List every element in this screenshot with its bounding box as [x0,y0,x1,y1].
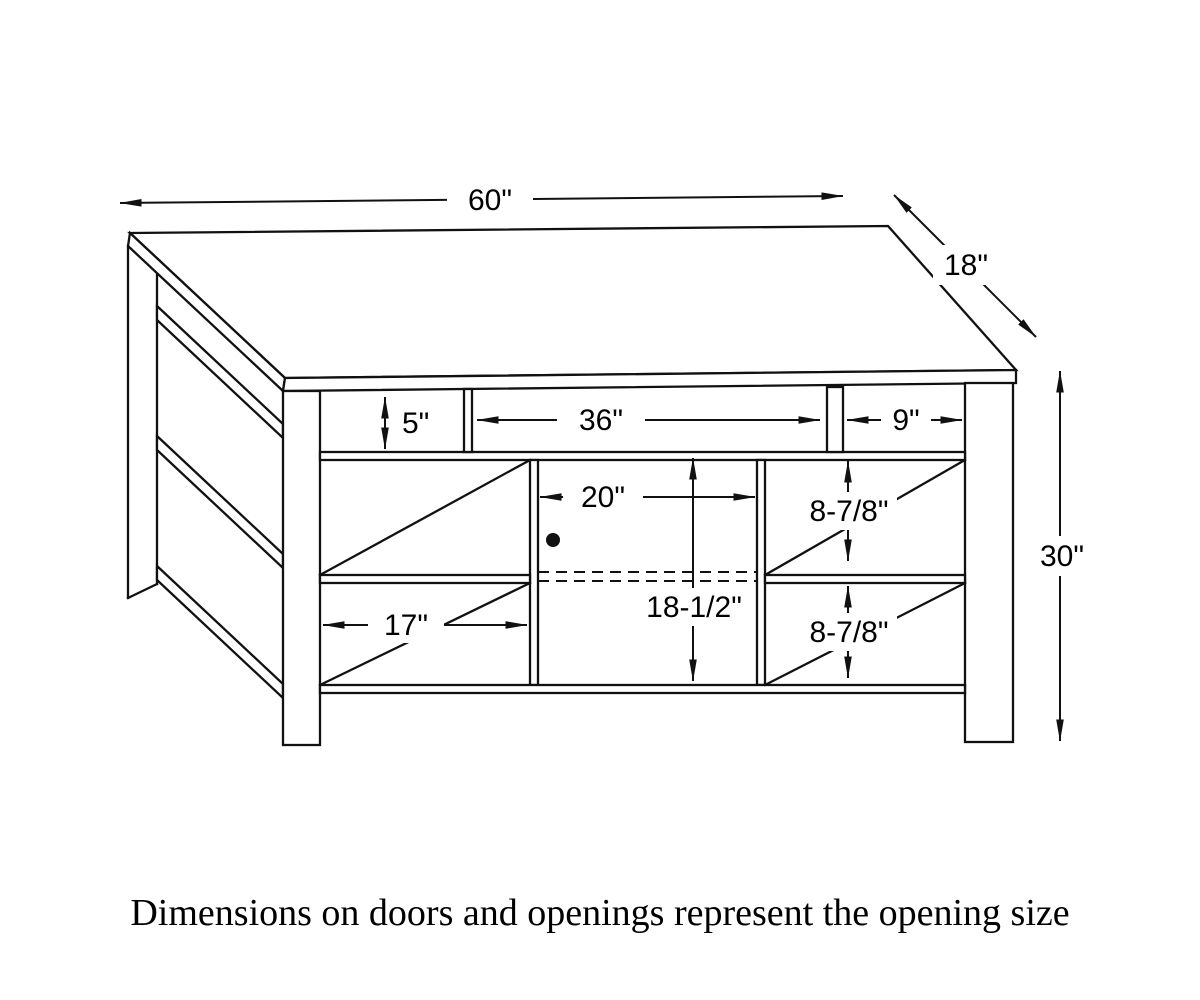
table-top [126,224,1019,394]
dim-label-30: 30" [1040,540,1084,573]
front-left-leg [281,389,322,747]
dim-label-8-78-upper: 8-7/8" [809,495,888,528]
dim-label-60: 60" [468,184,512,217]
cabinet-drawing [126,224,1019,747]
dim-label-mask [881,402,931,438]
dim-label-20: 20" [581,481,625,514]
dimension-right-lower-opening: 8-7/8" [801,585,897,679]
dimension-door-height: 18-1/2" [638,457,750,682]
dim-label-mask [447,181,533,219]
dim-label-mask [563,479,643,515]
dimension-overall-height: 30" [1028,370,1094,742]
left-middle-compartment-diagonal [318,458,532,577]
dimension-top-left-opening: 5" [381,396,429,450]
top-row-divider-left [462,387,474,454]
top-front-edge [281,368,1018,393]
dim-label-9: 9" [892,404,919,437]
door-knob-icon [546,533,560,547]
dim-label-mask [801,613,897,651]
upper-rail [318,450,967,462]
front-face [318,385,967,695]
door-divider-right [755,458,767,687]
top-surface [127,224,1019,380]
dim-label-mask [638,588,750,626]
dim-label-mask [368,607,444,643]
dimension-top-center-opening: 36" [476,402,821,438]
dimension-door-width: 20" [539,479,756,515]
bottom-rail [318,683,967,695]
dim-label-mask [1028,536,1094,576]
side-shelf-middle [155,433,285,571]
dimension-right-upper-opening: 8-7/8" [801,460,897,562]
back-left-leg-foot [126,582,159,600]
side-shelves [155,303,285,701]
dimension-left-shelf-width: 17" [322,607,528,643]
dim-label-36: 36" [579,404,623,437]
dimension-top-depth: 18" [893,194,1037,338]
dimension-top-width: 60" [119,181,844,219]
door [538,533,757,582]
dim-label-17: 17" [384,609,428,642]
dimension-top-right-opening: 9" [846,402,963,438]
door-divider-left [528,458,540,687]
back-left-leg [126,244,159,600]
dim-label-18-12: 18-1/2" [646,591,742,624]
top-row-divider-right [825,385,845,454]
dim-label-mask [801,492,897,530]
front-right-leg [963,381,1015,744]
dim-label-8-78-lower: 8-7/8" [809,616,888,649]
mid-rail-right [763,573,967,585]
dim-label-mask [557,402,645,438]
dim-label-5: 5" [402,407,429,440]
dim-label-mask [933,245,999,285]
side-shelf-bottom [155,563,285,701]
dim-label-18: 18" [944,249,988,282]
mid-rail-left [318,573,532,585]
caption: Dimensions on doors and openings represe… [130,892,1069,934]
